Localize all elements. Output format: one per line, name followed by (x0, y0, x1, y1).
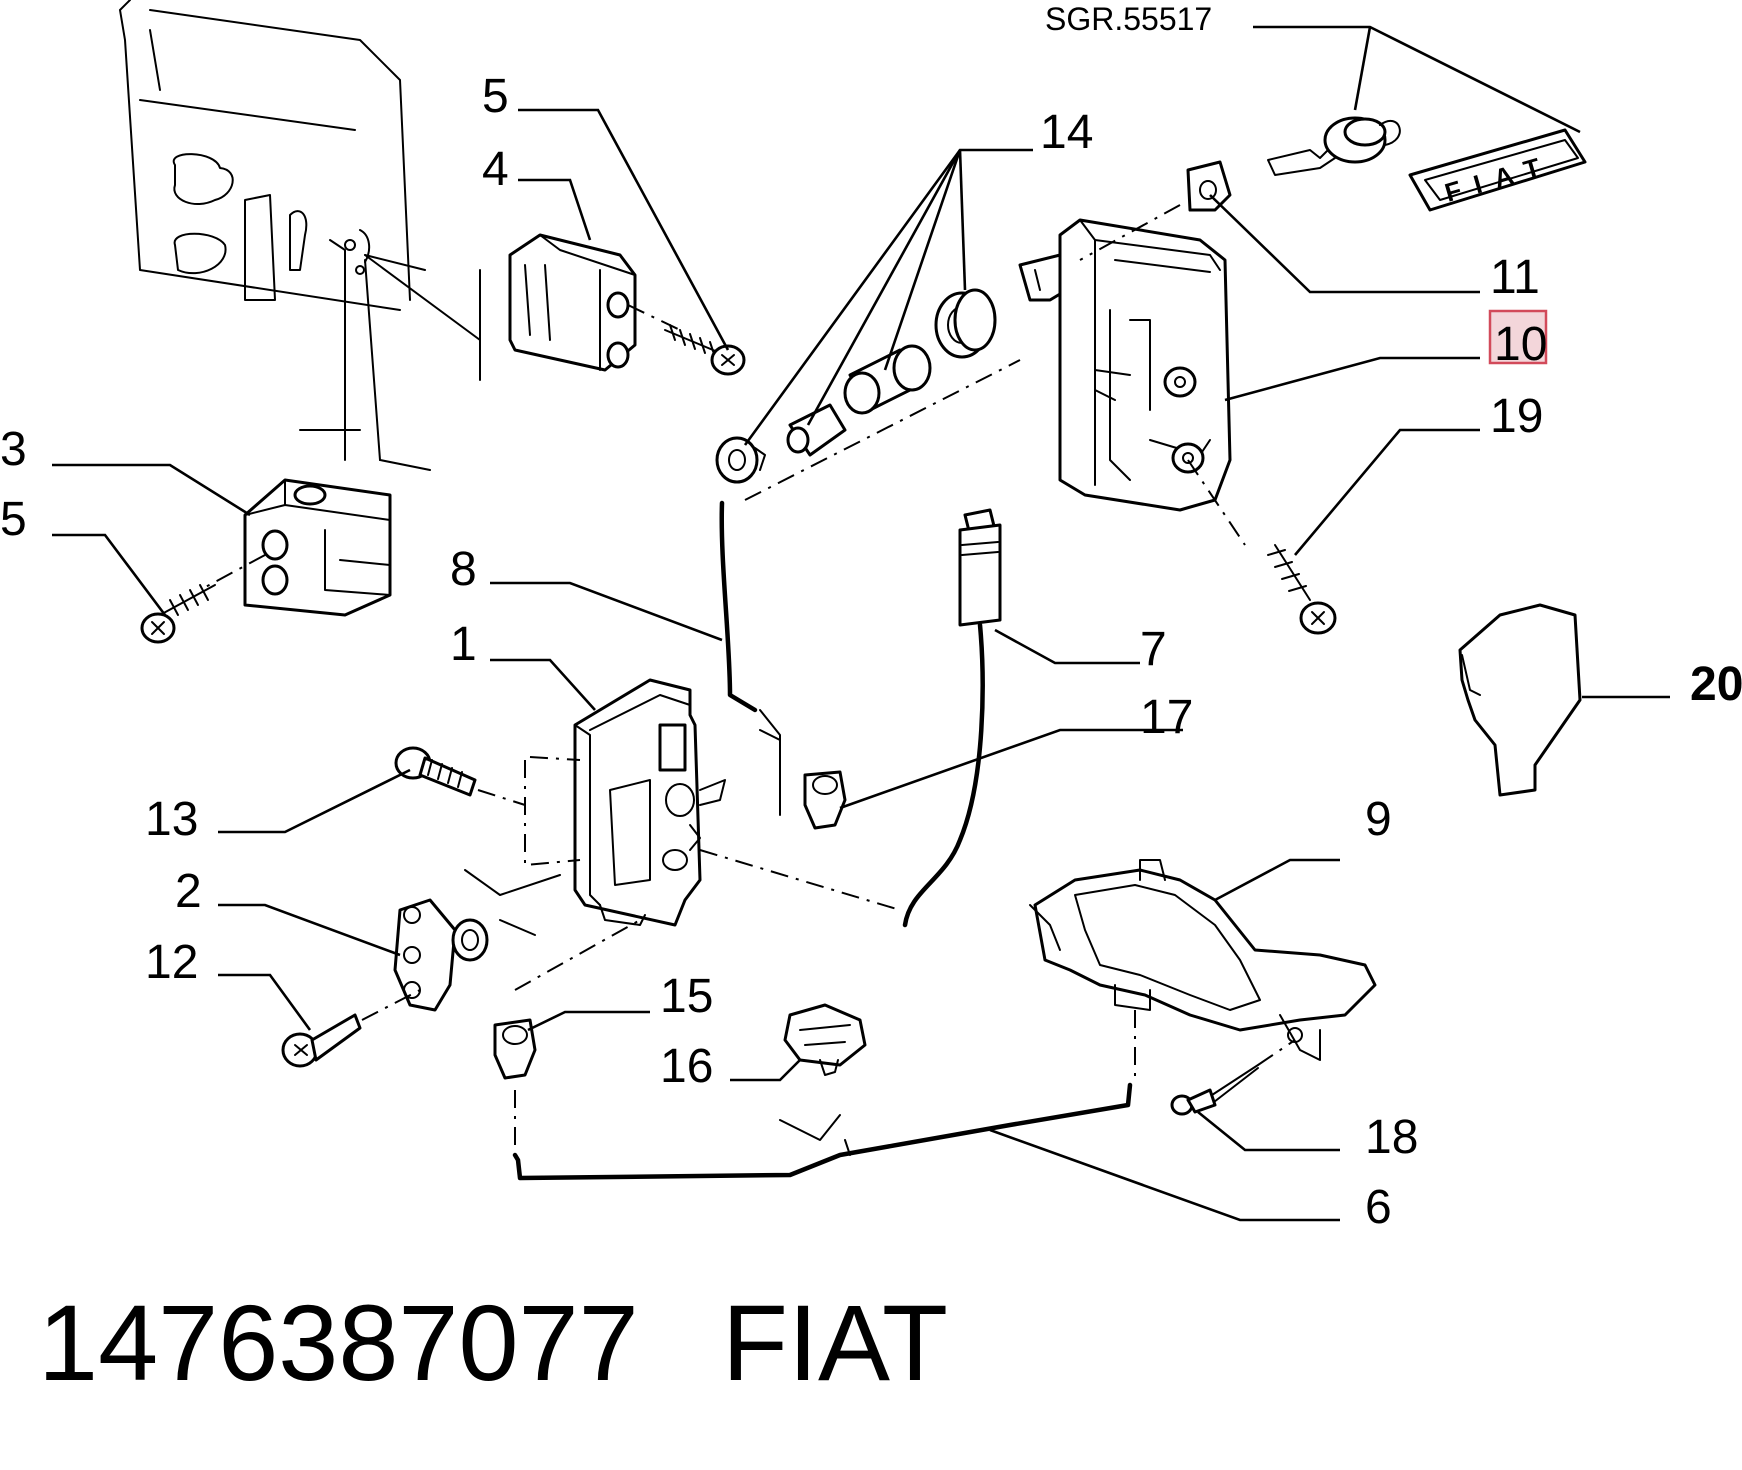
callout-14: 14 (1040, 106, 1093, 159)
lock-cylinder-part-14 (715, 253, 1077, 501)
rod-part-8 (719, 500, 781, 816)
cover-part-20 (1458, 603, 1582, 797)
screw-part-19 (1267, 544, 1337, 635)
callout-15: 15 (660, 970, 713, 1023)
door-panel-outline (119, 0, 481, 471)
callout-2: 2 (175, 865, 202, 918)
callout-13: 13 (145, 793, 198, 846)
clip-part-16 (783, 1003, 867, 1076)
callout-19: 19 (1490, 390, 1543, 443)
callout-17: 17 (1140, 691, 1193, 744)
rod-part-6 (512, 1082, 1133, 1181)
bolt-part-13 (394, 746, 526, 806)
callout-9: 9 (1365, 793, 1392, 846)
callout-16: 16 (660, 1040, 713, 1093)
callout-10-highlight (1488, 309, 1548, 365)
brand-name: FIAT (722, 1282, 948, 1403)
bracket-part-4 (508, 233, 681, 372)
part-number: 1476387077 (38, 1282, 639, 1403)
striker-plate-part-2 (393, 898, 489, 1012)
callout-4: 4 (482, 143, 509, 196)
callout-20: 20 (1690, 658, 1742, 711)
reference-code: SGR.55517 (1045, 1, 1212, 37)
callout-18: 18 (1365, 1111, 1418, 1164)
switch-part-7 (902, 508, 1002, 928)
outer-handle-part-10 (1058, 218, 1246, 546)
key-icon (1267, 116, 1401, 176)
hinge-block-part-3 (199, 478, 392, 617)
grommet-part-15 (493, 919, 641, 1080)
callout-5-left: 5 (0, 493, 27, 546)
grommet-part-17 (803, 770, 847, 830)
leader-lines (52, 25, 1670, 1222)
screw-part-5-top (664, 324, 746, 376)
lock-mechanism-part-1 (464, 678, 901, 936)
callout-1: 1 (450, 618, 477, 671)
callout-10: 10 (1494, 318, 1547, 371)
callout-numbers: 5 4 14 11 10 19 20 3 5 8 1 7 17 9 13 2 1… (0, 70, 1742, 1234)
callout-5-top: 5 (482, 70, 509, 123)
screw-part-5-left (140, 584, 216, 644)
fiat-badge-icon: FIAT (1408, 128, 1587, 212)
callout-8: 8 (450, 543, 477, 596)
screw-part-12 (281, 989, 421, 1068)
pin-part-18 (1170, 1039, 1296, 1116)
grommet-part-11 (1079, 160, 1232, 261)
callout-11: 11 (1490, 251, 1540, 304)
callout-6: 6 (1365, 1181, 1392, 1234)
callout-12: 12 (145, 936, 198, 989)
inner-handle-part-9 (1029, 859, 1377, 1080)
callout-3: 3 (0, 423, 27, 476)
callout-7: 7 (1140, 623, 1167, 676)
